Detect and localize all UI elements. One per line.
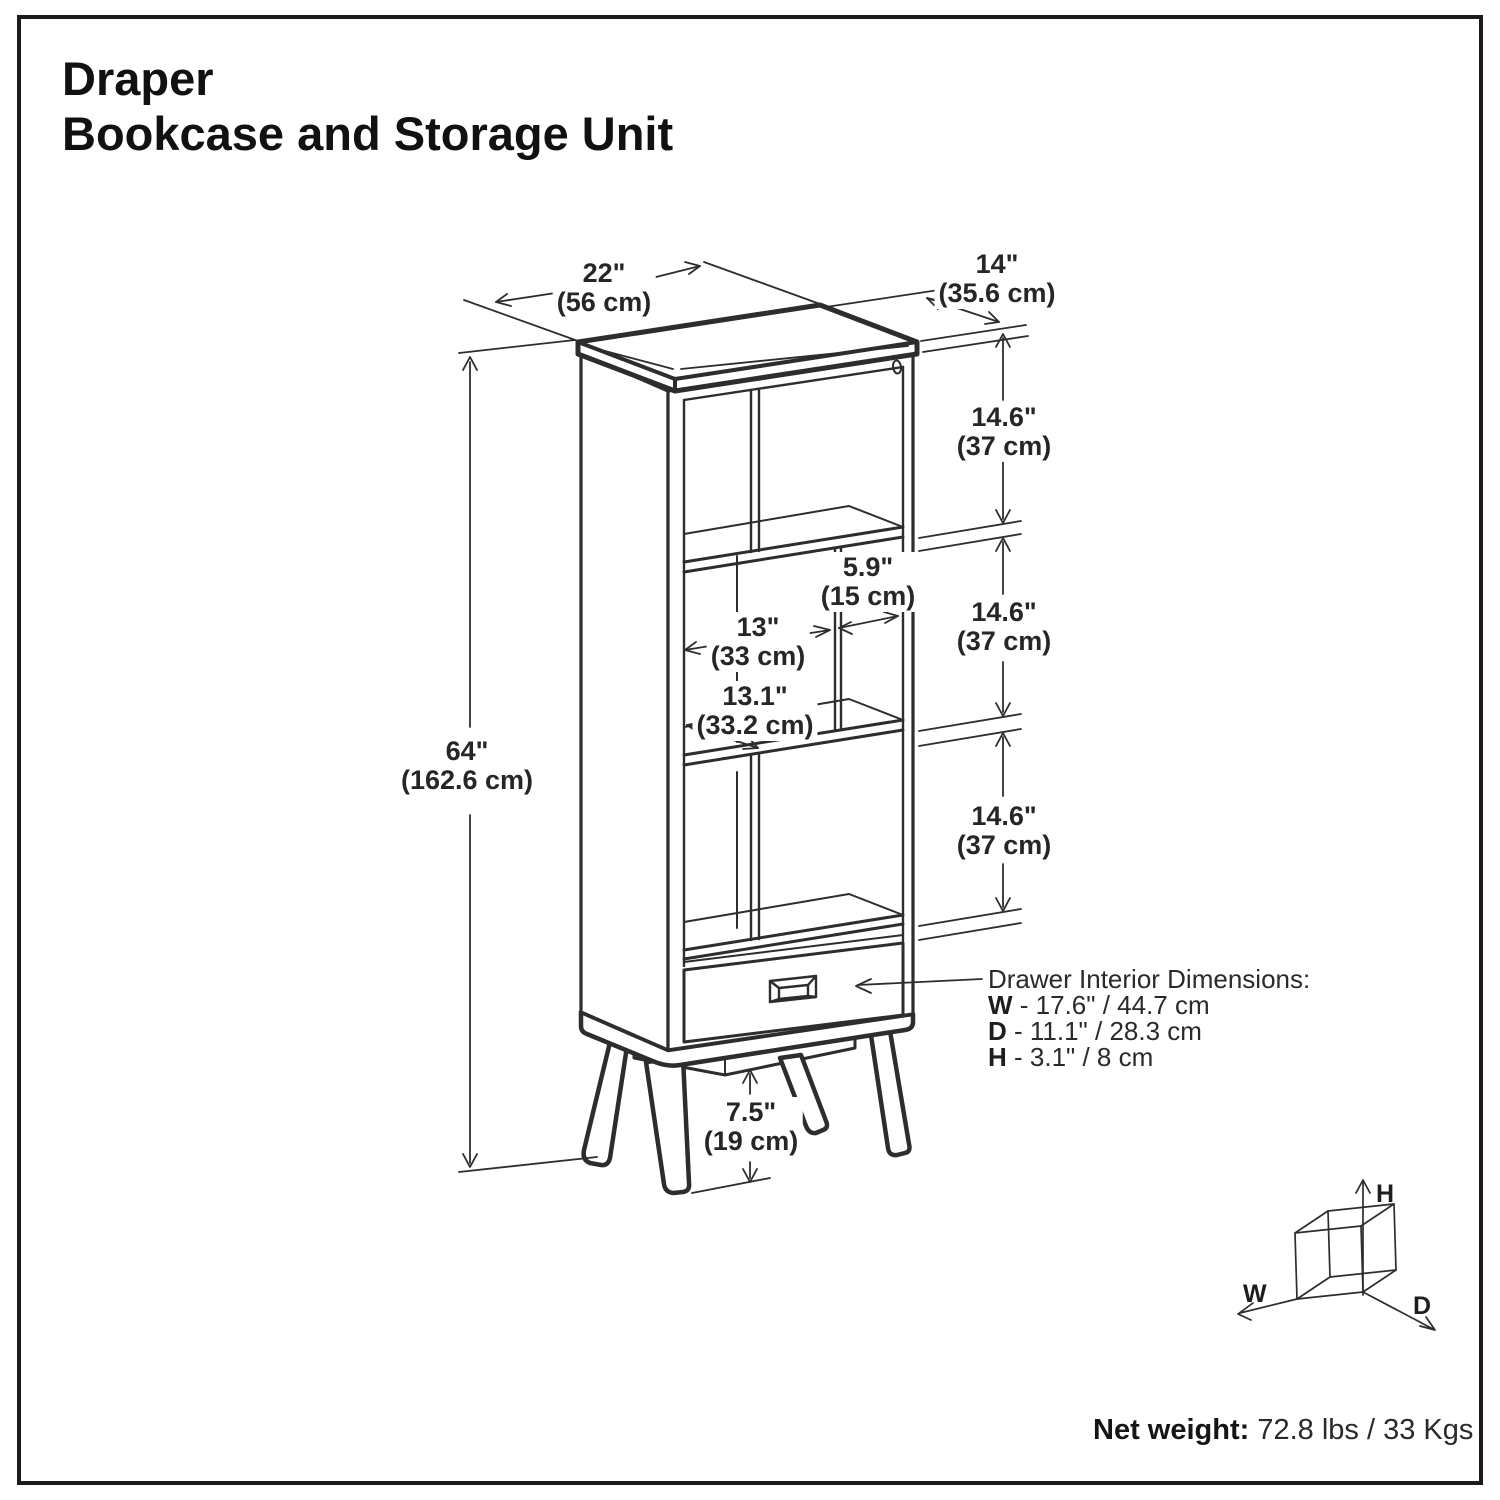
axis-label-d: D (1413, 1292, 1432, 1320)
left-side-panel (579, 351, 670, 1052)
divider-bottom (749, 752, 761, 942)
dim-width-label: 22" (56 cm) (552, 258, 656, 319)
page-title: Draper Bookcase and Storage Unit (62, 52, 673, 161)
drawer-note-heading: Drawer Interior Dimensions: (988, 964, 1311, 994)
drawer-handle-icon (768, 974, 818, 1004)
drawer-interior-note: Drawer Interior Dimensions: W - 17.6" / … (988, 966, 1310, 1070)
dim-total-height-lines (458, 339, 598, 1173)
axis-label-h: H (1376, 1180, 1395, 1208)
dim-shelf-heights-lines (918, 333, 1022, 941)
dim-small-cubby-label: 5.9" (15 cm) (816, 552, 920, 613)
shelf-1 (682, 505, 905, 574)
dim-cubby-depth-label: 13.1" (33.2 cm) (692, 681, 818, 742)
dim-cubby-width-label: 13" (33 cm) (706, 612, 810, 673)
drawer-note-row-d: D - 11.1" / 28.3 cm (988, 1016, 1202, 1046)
dim-shelf-top-label: 14.6" (37 cm) (952, 402, 1056, 463)
top-board (575, 302, 920, 394)
product-name: Draper (62, 52, 214, 105)
axis-label-w: W (1243, 1280, 1267, 1308)
dim-small-cubby-lines (838, 611, 899, 635)
dim-total-height-label: 64" (162.6 cm) (396, 736, 538, 797)
leg-back-left (581, 1035, 631, 1168)
drawer-leader-line (855, 978, 983, 994)
dim-depth-label: 14" (35.6 cm) (934, 249, 1060, 310)
page-border (17, 15, 1483, 1485)
drawer-note-row-h: H - 3.1" / 8 cm (988, 1042, 1154, 1072)
leg-back-center (777, 1052, 830, 1136)
product-type: Bookcase and Storage Unit (62, 106, 674, 160)
leg-front (643, 1055, 692, 1196)
dimension-lines (458, 261, 1029, 1194)
dim-leg-height-lines (691, 1069, 771, 1194)
dim-shelf-bottom-label: 14.6" (37 cm) (952, 801, 1056, 862)
drawer (682, 934, 905, 1044)
shelf-3 (682, 893, 905, 961)
divider-top (749, 387, 761, 554)
net-weight: Net weight: 72.8 lbs / 33 Kgs (1093, 1414, 1474, 1446)
dim-leg-height-label: 7.5" (19 cm) (699, 1097, 803, 1158)
dim-width-lines (463, 261, 821, 342)
leg-back-right (866, 1016, 912, 1158)
dim-shelf-middle-label: 14.6" (37 cm) (952, 597, 1056, 658)
legs (581, 1016, 912, 1196)
cam-lock-icon (891, 359, 903, 375)
drawer-note-row-w: W - 17.6" / 44.7 cm (988, 990, 1210, 1020)
axis-cube-icon (1237, 1179, 1436, 1331)
